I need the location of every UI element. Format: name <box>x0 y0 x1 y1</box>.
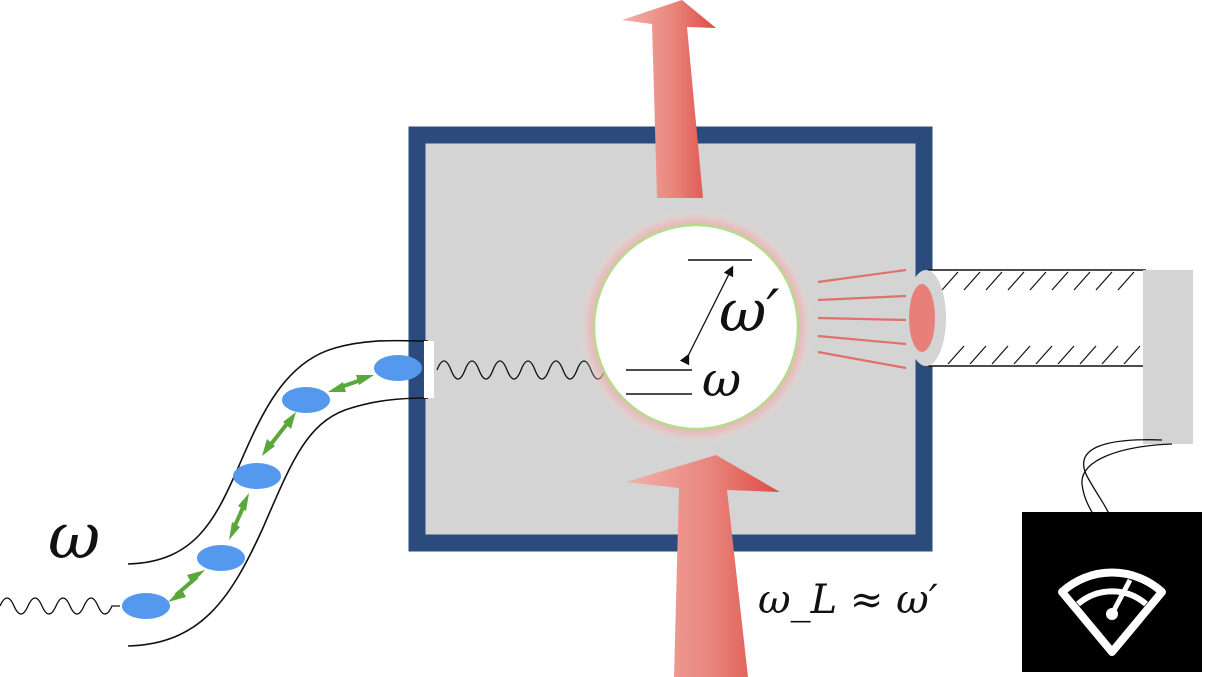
meter-cable-2 <box>1081 443 1173 517</box>
input-photon-wave <box>0 597 120 615</box>
photon-blob <box>282 387 330 413</box>
transition-arrow <box>679 265 734 366</box>
detector-plate <box>1143 270 1193 444</box>
waveguide-entry <box>424 341 434 398</box>
waveguide-upper-wall <box>127 339 429 565</box>
photon-blob <box>233 463 281 489</box>
laser-beam-arrow <box>626 455 780 677</box>
meter-cable-1 <box>1082 439 1163 517</box>
coupled-photon-wave <box>436 360 612 380</box>
emission-rays <box>817 268 907 370</box>
detector-aperture <box>909 284 935 352</box>
tube-hatching <box>941 271 1141 365</box>
label-omega-input: ω <box>48 500 101 574</box>
output-beam-arrow <box>622 0 716 198</box>
photon-blob <box>374 355 422 381</box>
detector-tube-body <box>928 270 1146 366</box>
label-omega-laser: ω_L ≈ ω′ <box>758 577 938 623</box>
coupling-arrows <box>168 375 374 602</box>
photon-blob <box>122 593 170 619</box>
waveguide-lower-wall <box>127 397 429 647</box>
label-omega-upper-level: ω′ <box>719 277 780 345</box>
meter-icon <box>1058 568 1166 656</box>
label-omega-lower-level: ω <box>702 352 742 408</box>
photon-blob <box>197 545 245 571</box>
